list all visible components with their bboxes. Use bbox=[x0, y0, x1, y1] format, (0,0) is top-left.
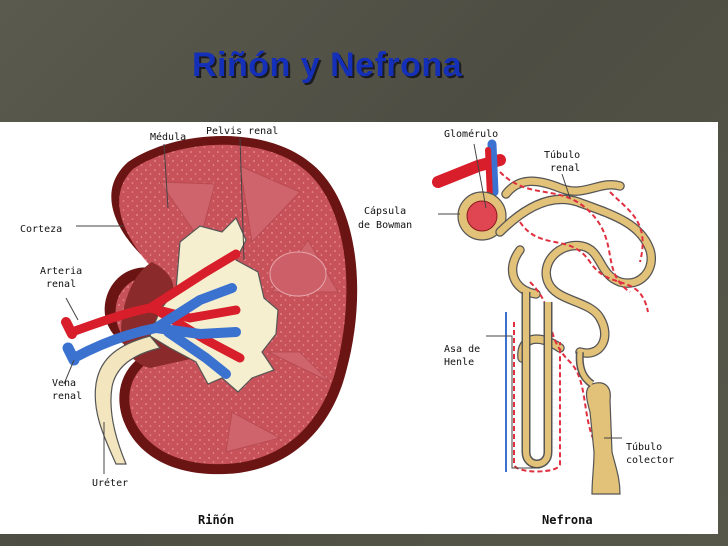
renal-vein bbox=[69, 283, 241, 379]
label-pelvis-renal: Pelvis renal bbox=[206, 126, 278, 137]
medulla-pyramids bbox=[159, 165, 339, 453]
kidney-illustration bbox=[61, 135, 358, 475]
label-arteria-line1: Arteria bbox=[40, 266, 82, 277]
label-vena-line2: renal bbox=[52, 391, 82, 402]
peritubular-capillaries bbox=[499, 171, 649, 453]
label-tubulo-renal-line2: renal bbox=[550, 163, 580, 174]
caption-nefrona: Nefrona bbox=[542, 513, 593, 527]
label-asa-line1: Asa de bbox=[444, 344, 480, 355]
label-corteza: Corteza bbox=[20, 224, 62, 235]
kidney-leaders bbox=[63, 137, 245, 474]
slide-title: Riñón y Nefrona bbox=[192, 46, 463, 84]
label-capsula-line1: Cápsula bbox=[364, 205, 406, 217]
kidney-nephron-diagram: Médula Pelvis renal Corteza Arteria rena… bbox=[20, 126, 674, 527]
loop-of-henle bbox=[521, 292, 553, 469]
collecting-duct bbox=[585, 382, 621, 495]
ureter bbox=[94, 335, 162, 465]
glomerulus bbox=[466, 200, 498, 232]
nephron-illustration bbox=[432, 139, 656, 495]
label-vena-line1: Vena bbox=[52, 378, 76, 389]
label-capsula-line2: de Bowman bbox=[358, 220, 412, 231]
label-glomerulo: Glomérulo bbox=[444, 128, 498, 140]
nephron-leaders bbox=[438, 143, 622, 469]
label-ureter: Uréter bbox=[92, 477, 128, 489]
efferent-arteriole bbox=[487, 139, 499, 197]
diagram-panel: Médula Pelvis renal Corteza Arteria rena… bbox=[0, 122, 718, 534]
label-asa-line2: Henle bbox=[444, 357, 474, 368]
renal-pelvis bbox=[149, 216, 279, 393]
label-tubulo-renal-line1: Túbulo bbox=[544, 149, 580, 161]
label-colector-line2: colector bbox=[626, 455, 674, 466]
label-arteria-line2: renal bbox=[46, 279, 76, 290]
label-colector-line1: Túbulo bbox=[626, 441, 662, 453]
caption-rinon: Riñón bbox=[198, 513, 234, 527]
label-medula: Médula bbox=[150, 131, 186, 143]
